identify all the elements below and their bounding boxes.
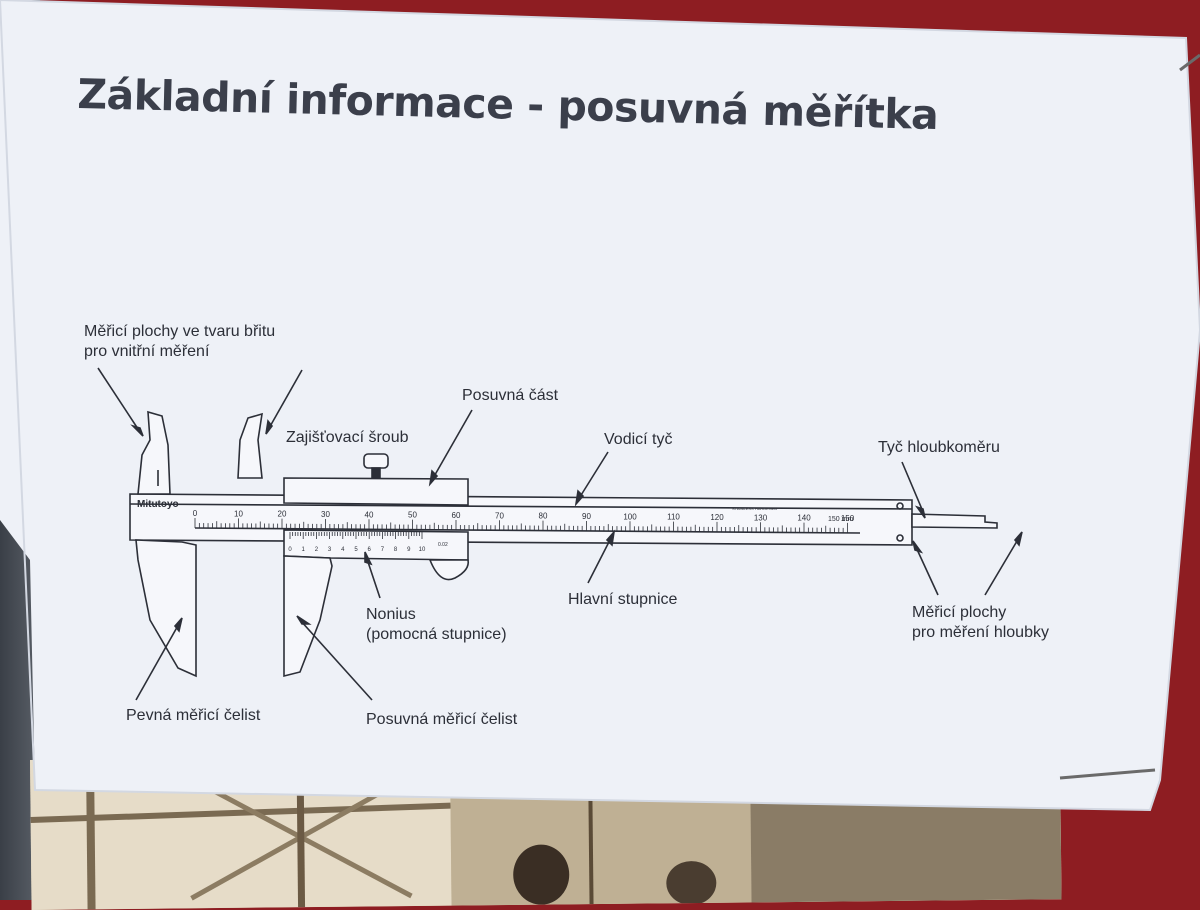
slider-body (283, 477, 469, 506)
fixed-measuring-jaw (135, 539, 197, 678)
stainless-mark: STAINLESS HARDENED (732, 506, 777, 511)
main-scale-label: 10 (234, 509, 243, 518)
main-scale-label: 110 (667, 513, 680, 522)
main-scale-label: 0 (193, 509, 198, 518)
main-scale-label: 50 (408, 511, 417, 520)
main-scale-label: 120 (710, 513, 724, 522)
main-scale-label: 130 (754, 513, 768, 522)
label-nonius-line2: (pomocná stupnice) (366, 626, 507, 643)
leader-arrow (267, 369, 303, 431)
main-scale-label: 90 (582, 512, 591, 521)
label-nonius-line1: Nonius (366, 606, 416, 623)
leader-arrow (299, 619, 373, 701)
depth-bar (911, 513, 998, 529)
label-depth-bar: Tyč hloubkoměru (878, 439, 1000, 456)
main-scale-label: 30 (321, 510, 330, 519)
nonius-label: 4 (341, 547, 345, 553)
nonius-label: 10 (419, 547, 426, 553)
moving-inside-jaw (237, 412, 263, 479)
nonius-label: 9 (407, 547, 411, 553)
main-scale-label: 40 (365, 510, 374, 519)
label-inside-faces-line2: pro vnitřní měření (84, 343, 210, 360)
main-scale-label: 150 (841, 514, 855, 523)
leader-arrow (577, 451, 609, 501)
label-guide-bar: Vodicí tyč (604, 431, 673, 448)
main-scale-label: 70 (495, 511, 504, 520)
leader-arrow (984, 535, 1021, 596)
nonius-precision: 0.02 (438, 542, 448, 548)
pin-icon (1059, 768, 1156, 780)
thumb-roller (428, 559, 470, 581)
leader-arrow (431, 409, 473, 481)
main-scale-label: 140 (797, 514, 811, 523)
nonius-label: 7 (381, 547, 385, 553)
label-fixed-jaw: Pevná měřicí čelist (126, 707, 261, 724)
label-inside-faces: Měřicí plochy ve tvaru břitu pro vnitřní… (84, 322, 275, 362)
moving-measuring-jaw (283, 555, 333, 678)
nonius-label: 0 (288, 547, 292, 553)
main-scale-label: 20 (278, 510, 287, 519)
label-main-scale: Hlavní stupnice (568, 591, 678, 608)
pin-icon (1179, 53, 1200, 72)
nonius-label: 6 (368, 547, 372, 553)
nonius-label: 2 (315, 547, 319, 553)
label-moving-jaw: Posuvná měřicí čelist (366, 711, 518, 728)
leader-arrow (135, 621, 181, 701)
locking-screw-icon (363, 453, 389, 469)
main-scale-label: 100 (623, 512, 637, 521)
leader-arrow (901, 461, 925, 515)
label-depth-faces-line2: pro měření hloubky (912, 624, 1049, 641)
unit-mark: 150 mm (828, 516, 853, 523)
label-depth-faces-line1: Měřicí plochy (912, 604, 1007, 621)
fixed-inside-jaw (137, 410, 171, 495)
leader-arrow (914, 544, 939, 596)
main-beam (129, 493, 913, 546)
label-inside-faces-line1: Měřicí plochy ve tvaru břitu (84, 323, 276, 340)
label-depth-faces: Měřicí plochy pro měření hloubky (912, 603, 1049, 643)
nonius-label: 1 (302, 547, 306, 553)
leader-arrow (97, 367, 141, 433)
leader-arrow (587, 535, 613, 584)
label-locking-screw: Zajišťovací šroub (286, 429, 409, 446)
main-scale-label: 60 (452, 511, 461, 520)
brand-logo: Mitutoyo (137, 499, 179, 510)
label-nonius: Nonius (pomocná stupnice) (366, 605, 507, 645)
label-slider: Posuvná část (462, 387, 559, 404)
nonius-label: 3 (328, 547, 332, 553)
nonius-label: 5 (354, 547, 358, 553)
nonius-label: 8 (394, 547, 398, 553)
main-scale-label: 80 (539, 512, 548, 521)
